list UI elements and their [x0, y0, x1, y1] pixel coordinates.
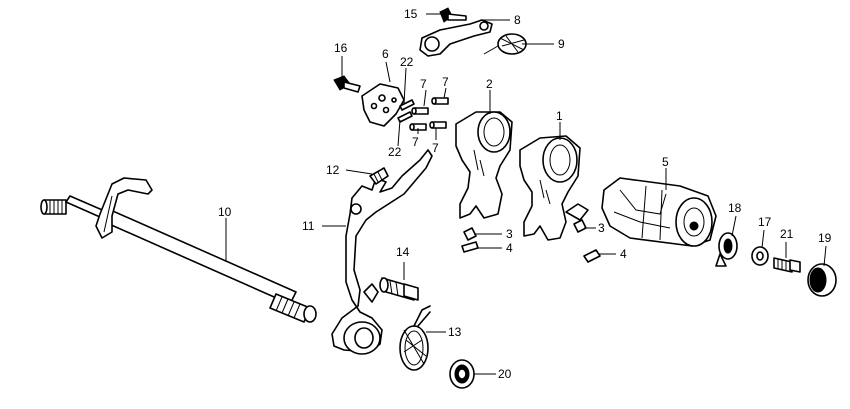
- callout-21: 21: [780, 227, 794, 241]
- part-9-spring: [483, 33, 527, 55]
- part-22-pin-upper: [399, 99, 415, 111]
- part-5-shift-drum: [601, 177, 717, 247]
- part-20-seal: [449, 359, 475, 389]
- part-3-pin-a: [463, 227, 477, 241]
- callout-19: 19: [818, 231, 832, 245]
- part-7-pin-c: [409, 123, 427, 131]
- callout-7-d: 7: [432, 141, 439, 155]
- part-8-stopper-arm: [419, 19, 493, 57]
- part-22-pin-lower: [397, 111, 413, 123]
- callout-7-b: 7: [442, 75, 449, 89]
- leader-lines: [225, 13, 827, 375]
- callout-8: 8: [514, 13, 521, 27]
- part-7-pin-d: [429, 121, 447, 129]
- part-19-cap: [807, 263, 837, 297]
- part-13-spring: [399, 305, 431, 371]
- callout-6: 6: [382, 47, 389, 61]
- part-3-pin-b: [573, 219, 587, 233]
- callout-22-upper: 22: [400, 55, 414, 69]
- part-18-plate: [715, 232, 738, 267]
- part-2-shift-fork: [455, 111, 513, 219]
- part-10-spindle: [40, 177, 317, 323]
- callout-22-lower: 22: [388, 145, 402, 159]
- callout-9: 9: [558, 37, 565, 51]
- part-17-washer: [751, 246, 769, 266]
- callout-15: 15: [404, 7, 418, 21]
- callout-14: 14: [396, 245, 410, 259]
- callout-3-b: 3: [598, 221, 605, 235]
- part-21-bolt: [773, 257, 801, 273]
- part-16-bolt: [333, 75, 361, 93]
- callout-2: 2: [486, 77, 493, 91]
- callout-3-a: 3: [506, 227, 513, 241]
- part-15-bolt: [439, 7, 467, 23]
- callout-1: 1: [556, 109, 563, 123]
- callout-5: 5: [662, 155, 669, 169]
- part-14-stud: [379, 277, 419, 301]
- part-1-shift-fork: [519, 135, 581, 241]
- callout-20: 20: [498, 367, 512, 381]
- callout-10: 10: [218, 205, 232, 219]
- callout-7-a: 7: [420, 77, 427, 91]
- callout-4-b: 4: [620, 247, 627, 261]
- callout-labels: 15 8 9 16 6 22 7 7 2 1 7 7 22 12 5 10 11…: [218, 7, 832, 381]
- part-4-clip-b: [583, 249, 601, 263]
- part-4-clip-a: [461, 241, 479, 253]
- part-clip-half: [565, 203, 589, 221]
- callout-12: 12: [326, 163, 340, 177]
- part-7-pin-b: [431, 97, 449, 105]
- part-11-shift-arm: [331, 149, 433, 355]
- callout-11: 11: [302, 219, 315, 233]
- callout-4-a: 4: [506, 241, 513, 255]
- callout-16: 16: [334, 41, 348, 55]
- callout-7-c: 7: [412, 135, 419, 149]
- part-6-plate: [361, 83, 405, 127]
- part-7-pin-a: [411, 107, 429, 115]
- callout-18: 18: [728, 201, 742, 215]
- callout-13: 13: [448, 325, 462, 339]
- callout-17: 17: [758, 215, 772, 229]
- part-12-bolt: [369, 167, 389, 185]
